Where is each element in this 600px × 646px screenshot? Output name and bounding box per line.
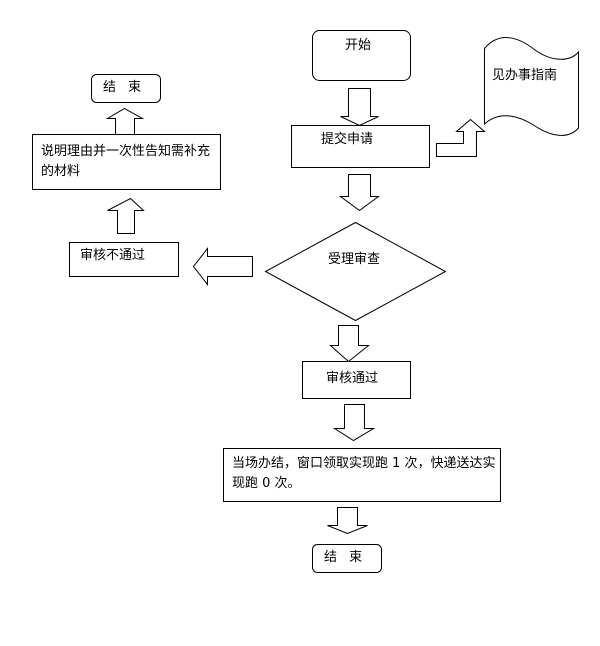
- arrow-review-to-rejected: [192, 247, 253, 286]
- result-label: 当场办结，窗口领取实现跑 1 次，快递送达实现跑 0 次。: [232, 456, 496, 491]
- end-left-label: 结 束: [103, 80, 146, 95]
- arrow-start-to-submit: [340, 88, 379, 127]
- end-node-bottom: [312, 544, 382, 573]
- approved-label: 审核通过: [326, 371, 379, 386]
- explain-label: 说明理由并一次性告知需补充的材料: [41, 144, 211, 179]
- end-bottom-label: 结 束: [324, 550, 367, 565]
- result-node: [223, 448, 501, 502]
- approved-node: [302, 361, 411, 399]
- guide-document-node: [484, 37, 579, 136]
- arrow-result-to-end: [327, 507, 368, 535]
- arrow-rejected-to-explain: [107, 197, 145, 234]
- start-node: [312, 30, 411, 81]
- submit-label: 提交申请: [321, 132, 374, 147]
- arrow-explain-to-end: [105, 107, 145, 135]
- arrow-submit-to-review: [338, 174, 381, 212]
- arrow-approved-to-result: [332, 404, 376, 442]
- review-decision-node: [264, 221, 447, 322]
- start-label: 开始: [345, 38, 372, 53]
- arrow-submit-to-guide: [436, 118, 486, 157]
- arrow-review-to-approved: [329, 325, 370, 363]
- review-label: 受理审查: [328, 252, 381, 267]
- rejected-node: [69, 242, 179, 277]
- explain-node: [32, 134, 221, 190]
- guide-label: 见办事指南: [492, 68, 558, 83]
- rejected-label: 审核不通过: [80, 248, 146, 263]
- end-node-left: [91, 74, 161, 103]
- submit-node: [291, 125, 430, 168]
